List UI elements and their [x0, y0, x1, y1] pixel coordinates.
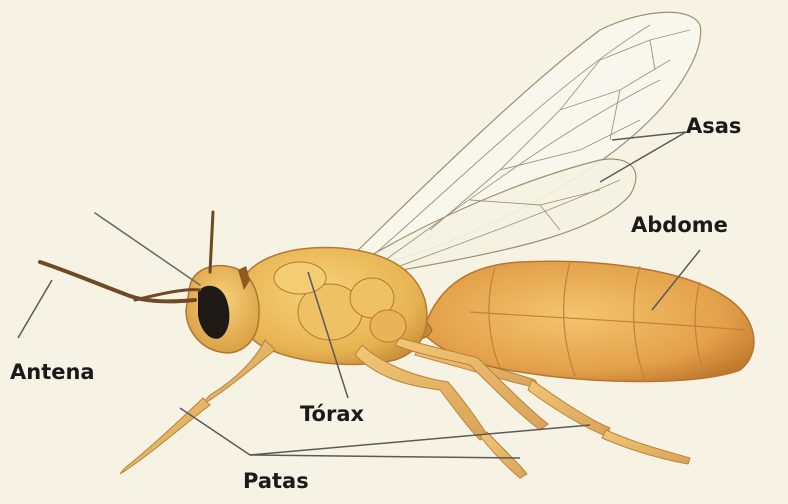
head	[186, 266, 259, 353]
label-patas: Patas	[243, 471, 309, 492]
label-abdome: Abdome	[631, 215, 728, 236]
label-asas: Asas	[686, 116, 741, 137]
label-antena: Antena	[10, 362, 95, 383]
label-torax: Tórax	[300, 404, 364, 425]
